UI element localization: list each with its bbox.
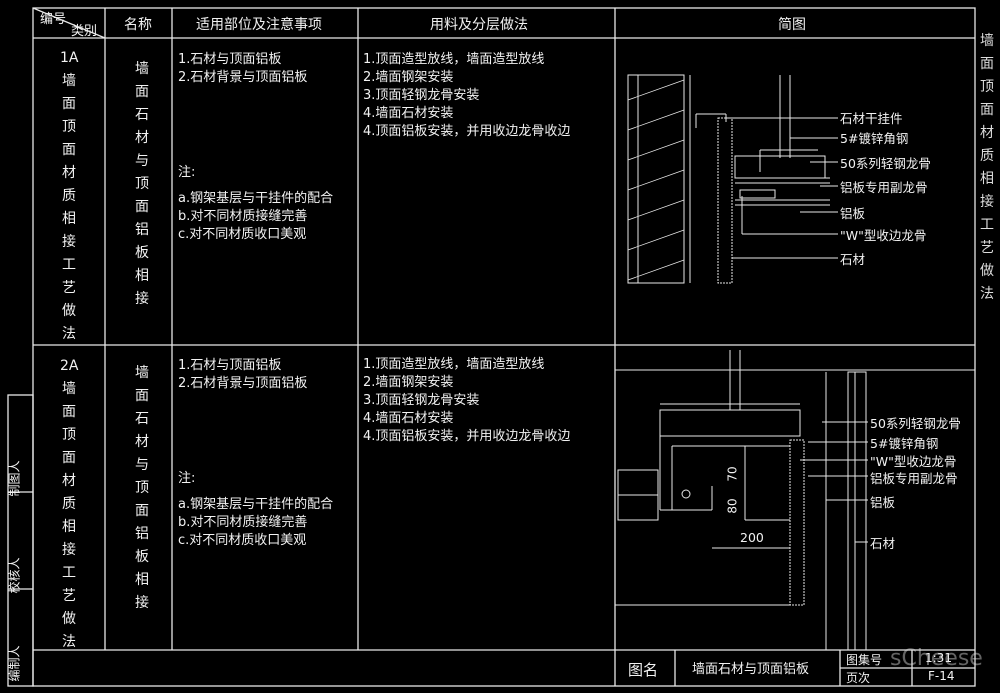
row1-label-angle-steel: 5#镀锌角钢 [840,131,909,146]
row2-method: 1.顶面造型放线，墙面造型放线 2.墙面钢架安装 3.顶面轻钢龙骨安装 4.墙面… [363,357,571,444]
header-code: 编号 [40,12,67,27]
row2-label-angle-steel: 5#镀锌角钢 [870,436,939,451]
footer-page-label: 页次 [846,671,871,685]
detail-diagram-1 [627,74,838,284]
sign-checker: 校核人 [7,557,22,594]
row1-method: 1.顶面造型放线，墙面造型放线 2.墙面钢架安装 3.顶面轻钢龙骨安装 4.墙面… [363,52,571,139]
footer-page-value: F-14 [928,669,955,683]
row2-label-sub-keel: 铝板专用副龙骨 [870,471,958,486]
sign-drafter: 制图人 [7,460,22,497]
footer-name-label: 图名 [628,661,659,679]
side-title: 墙面顶面材质相接工艺做法 [980,33,994,302]
row2-dim-70: 70 [725,466,740,482]
row2-code: 2A [60,358,79,374]
row1-scope: 1.石材与顶面铝板 2.石材背景与顶面铝板 [178,52,308,85]
footer-map-label: 图集号 [846,653,883,667]
footer-map-value: 1:31 [925,651,952,665]
row2-scope: 1.石材与顶面铝板 2.石材背景与顶面铝板 [178,358,308,391]
row2-label-light-keel: 50系列轻钢龙骨 [870,416,961,431]
row2-label-aluminum: 铝板 [870,495,896,510]
watermark: sCheese [890,646,983,671]
row1-code: 1A [60,50,79,66]
row2-dim-80: 80 [725,498,740,514]
row1-notes: a.钢架基层与干挂件的配合 b.对不同材质接缝完善 c.对不同材质收口美观 [178,191,334,242]
row2-dim-200: 200 [740,530,764,545]
row1-label-light-keel: 50系列轻钢龙骨 [840,156,931,171]
row1-label-stone-hanger: 石材干挂件 [840,111,903,126]
row2-title: 墙面顶面材质相接工艺做法 [62,381,76,650]
row1-label-stone: 石材 [840,252,866,267]
footer-name-value: 墙面石材与顶面铝板 [692,662,810,677]
sign-compiler: 编制人 [7,645,22,682]
detail-diagram-2 [615,350,975,651]
row1-label-sub-keel: 铝板专用副龙骨 [840,180,928,195]
header-method: 用料及分层做法 [430,17,528,33]
row1-name: 墙面石材与顶面铝板相接 [135,61,149,307]
row2-note-label: 注: [178,471,196,486]
row2-label-stone: 石材 [870,536,896,551]
header-scope: 适用部位及注意事项 [196,17,322,33]
header-diagram: 简图 [778,17,806,33]
row1-title: 墙面顶面材质相接工艺做法 [62,73,76,342]
header-category: 类别 [71,24,98,39]
header-name: 名称 [124,17,152,33]
row1-note-label: 注: [178,165,196,180]
row2-notes: a.钢架基层与干挂件的配合 b.对不同材质接缝完善 c.对不同材质收口美观 [178,497,334,548]
row2-name: 墙面石材与顶面铝板相接 [135,365,149,611]
row1-label-w-keel: "W"型收边龙骨 [840,228,927,243]
row2-label-w-keel: "W"型收边龙骨 [870,454,957,469]
row1-label-aluminum: 铝板 [840,206,866,221]
